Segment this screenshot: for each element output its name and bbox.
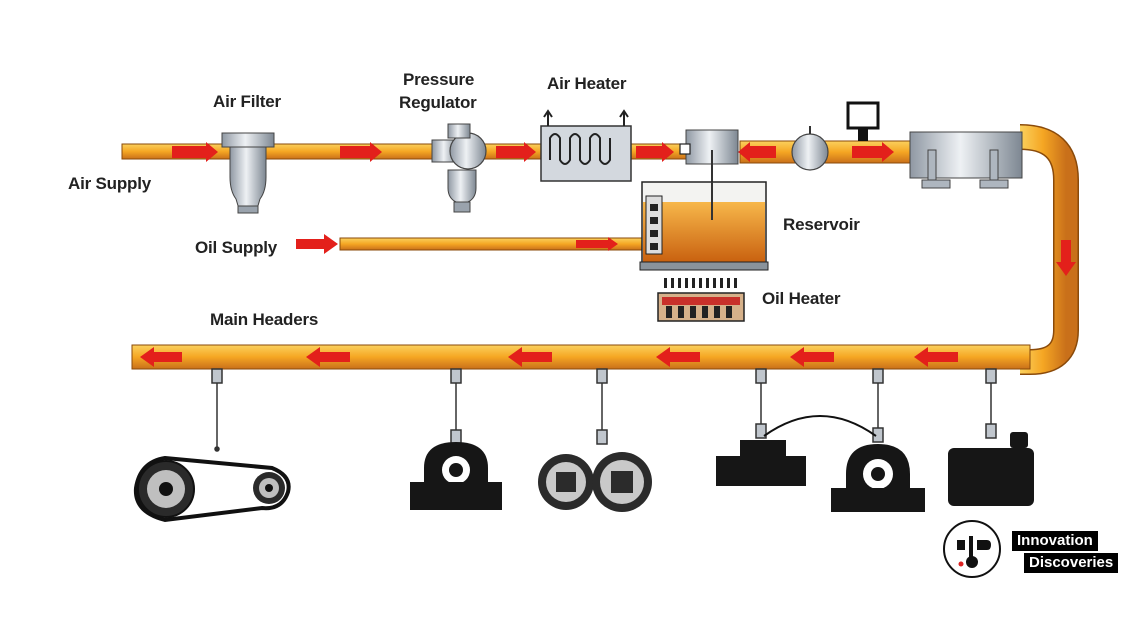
mixing-valve xyxy=(679,129,739,215)
flow-arrow xyxy=(656,347,700,367)
oil-supply-label: Oil Supply xyxy=(195,238,278,257)
flow-arrow xyxy=(1056,240,1076,276)
air-filter-label: Air Filter xyxy=(213,92,281,111)
gear-pair-icon xyxy=(538,452,652,512)
pressure-regulator xyxy=(431,123,487,213)
flow-arrow xyxy=(636,142,674,162)
flow-arrow xyxy=(852,142,894,162)
air-filter xyxy=(221,132,275,214)
pillow-block-bearing-icon xyxy=(410,442,502,510)
reservoir xyxy=(639,181,769,271)
reservoir-label: Reservoir xyxy=(783,215,860,234)
pressure-regulator-label-line1: Pressure xyxy=(403,70,475,89)
oil-heater xyxy=(657,278,745,322)
pressure-regulator-label-line2: Regulator xyxy=(399,93,477,112)
drop-feeds xyxy=(211,368,997,452)
slide-block-icon xyxy=(716,440,806,486)
pressure-switch-icon xyxy=(846,101,880,141)
brand-name-line1: Innovation xyxy=(1012,531,1098,551)
pressure-gauge xyxy=(791,126,829,171)
chain-drive-icon xyxy=(133,455,291,523)
flow-arrow xyxy=(140,347,182,367)
return-pipe xyxy=(1019,124,1079,375)
flow-arrow xyxy=(576,237,618,251)
brand-logo-icon xyxy=(943,520,1001,578)
flow-arrow xyxy=(738,142,776,162)
oil-heater-label: Oil Heater xyxy=(762,289,841,308)
flow-arrow xyxy=(296,234,338,254)
main-header-pipe xyxy=(131,344,1031,370)
flow-arrow xyxy=(172,142,218,162)
flow-arrow xyxy=(496,142,536,162)
distributor-manifold xyxy=(909,131,1023,189)
air-supply-label: Air Supply xyxy=(68,174,152,193)
flow-arrow xyxy=(306,347,350,367)
flow-arrows xyxy=(140,142,1076,367)
flow-arrow xyxy=(790,347,834,367)
air-heater xyxy=(540,109,632,182)
pillow-block-bearing-icon xyxy=(831,444,925,512)
brand-name-line2: Discoveries xyxy=(1024,553,1119,573)
flow-arrow xyxy=(508,347,552,367)
main-headers-label: Main Headers xyxy=(210,310,319,329)
flow-arrow xyxy=(914,347,958,367)
flow-arrow xyxy=(340,142,382,162)
gearbox-icon xyxy=(948,432,1034,506)
air-heater-label: Air Heater xyxy=(547,74,627,93)
